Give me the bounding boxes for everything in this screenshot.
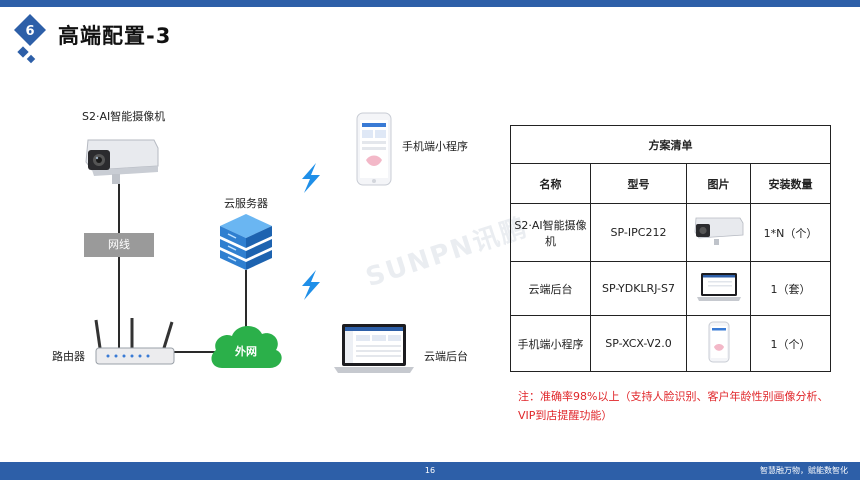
phone-icon <box>708 321 729 363</box>
internet-label: 外网 <box>234 344 257 358</box>
router-label: 路由器 <box>52 350 85 363</box>
laptop-icon <box>334 324 414 373</box>
cell-picture <box>686 203 751 262</box>
cell-name: 云端后台 <box>510 261 591 316</box>
header-model: 型号 <box>590 163 687 204</box>
header-name: 名称 <box>510 163 591 204</box>
cell-model: SP-XCX-V2.0 <box>590 315 687 372</box>
cell-quantity: 1（套） <box>750 261 831 316</box>
page-title: 高端配置-3 <box>58 24 172 48</box>
watermark: SUNPN讯鹏 <box>362 212 532 294</box>
server-to-internet-wire <box>245 270 247 328</box>
mini-program-label: 手机端小程序 <box>402 140 468 153</box>
section-badge: 6 <box>14 14 46 64</box>
cloud-server-label: 云服务器 <box>224 197 268 210</box>
cell-name: 手机端小程序 <box>510 315 591 372</box>
cell-quantity: 1（个） <box>750 315 831 372</box>
footer-slogan: 智慧融万物，赋能数智化 <box>760 466 848 475</box>
cable-label: 网线 <box>84 233 154 257</box>
camera-icon <box>694 217 743 245</box>
lightning-icon <box>302 270 320 300</box>
table-row: 手机端小程序 SP-XCX-V2.0 1（个） <box>510 315 831 372</box>
accuracy-note: 注：准确率98%以上（支持人脸识别、客户年龄性别画像分析、VIP到店提醒功能） <box>518 390 829 422</box>
camera-label: S2·AI智能摄像机 <box>82 110 166 123</box>
footer-bar: 16 智慧融万物，赋能数智化 <box>0 462 860 480</box>
badge-number: 6 <box>25 24 34 39</box>
plan-table: 方案清单 名称 型号 图片 安装数量 S2·AI智能摄像机 SP-IPC212 … <box>510 125 831 372</box>
router-to-internet-wire <box>172 351 224 353</box>
top-bar <box>0 0 860 7</box>
cell-quantity: 1*N（个） <box>750 203 831 262</box>
lightning-icon <box>302 163 320 193</box>
cell-model: SP-IPC212 <box>590 203 687 262</box>
router-icon <box>94 318 175 365</box>
phone-icon <box>356 112 392 186</box>
internet-cloud-icon: 外网 <box>211 325 282 368</box>
table-title: 方案清单 <box>510 125 831 164</box>
header-picture: 图片 <box>686 163 751 204</box>
header-quantity: 安装数量 <box>750 163 831 204</box>
camera-to-router-wire <box>118 178 120 350</box>
cell-picture <box>686 315 751 372</box>
page-number: 16 <box>424 466 436 475</box>
laptop-icon <box>696 273 741 301</box>
table-row: 云端后台 SP-YDKLRJ-S7 1（套） <box>510 261 831 316</box>
cell-name: S2·AI智能摄像机 <box>510 203 591 262</box>
cell-model: SP-YDKLRJ-S7 <box>590 261 687 316</box>
table-row: S2·AI智能摄像机 SP-IPC212 1*N（个） <box>510 203 831 262</box>
cell-picture <box>686 261 751 316</box>
camera-icon <box>85 139 159 184</box>
server-icon <box>220 214 272 270</box>
cloud-backend-label: 云端后台 <box>424 350 468 363</box>
